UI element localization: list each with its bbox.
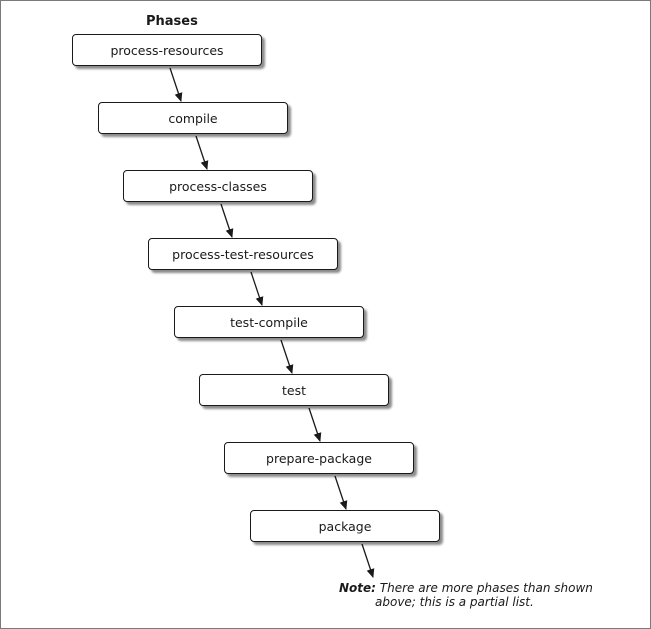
diagram-note: Note: There are more phases than shown a… <box>339 581 593 609</box>
note-label: Note: <box>339 581 376 595</box>
phase-label: test-compile <box>230 314 308 330</box>
phase-label: package <box>318 518 372 534</box>
phase-label: process-classes <box>169 178 267 194</box>
arrow-3 <box>220 203 234 238</box>
phase-process-test-resources: process-test-resources <box>148 238 338 270</box>
arrow-1 <box>169 67 183 102</box>
note-text-line2: above; this is a partial list. <box>375 595 534 609</box>
phase-test: test <box>199 374 389 406</box>
phase-label: compile <box>168 110 218 126</box>
phase-test-compile: test-compile <box>174 306 364 338</box>
note-text-line1: There are more phases than shown <box>379 581 593 595</box>
phase-process-resources: process-resources <box>72 34 262 66</box>
arrow-4 <box>250 271 264 306</box>
phase-label: process-test-resources <box>172 246 314 262</box>
phase-label: prepare-package <box>266 450 372 466</box>
phase-compile: compile <box>98 102 288 134</box>
phase-label: process-resources <box>110 42 224 58</box>
phase-prepare-package: prepare-package <box>224 442 414 474</box>
arrow-5 <box>280 339 294 374</box>
phase-package: package <box>250 510 440 542</box>
phase-label: test <box>281 382 306 398</box>
arrow-2 <box>195 135 209 170</box>
arrow-6 <box>308 407 322 442</box>
phase-process-classes: process-classes <box>123 170 313 202</box>
arrow-8 <box>361 543 375 578</box>
diagram-title: Phases <box>146 14 198 29</box>
arrow-7 <box>334 475 348 510</box>
